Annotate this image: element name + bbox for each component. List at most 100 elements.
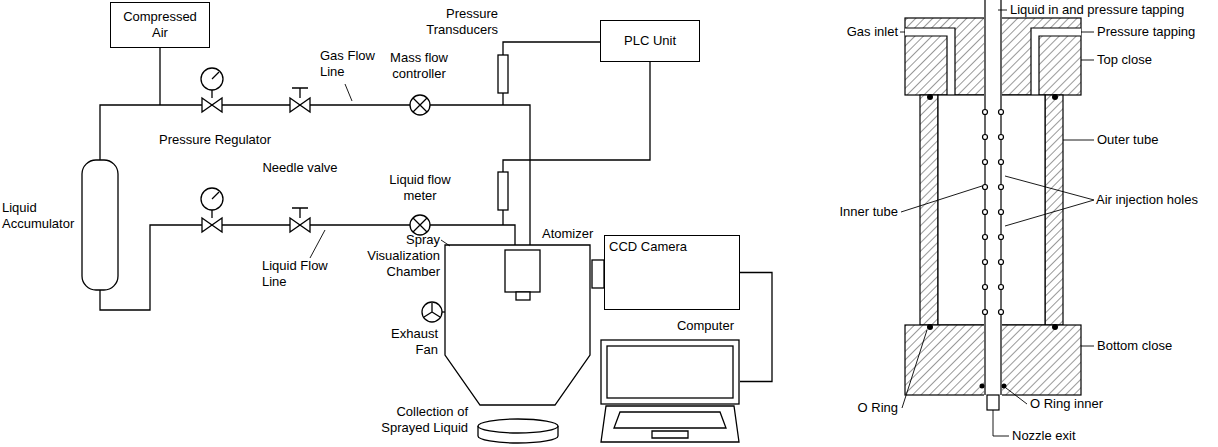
part-label: Needle valve xyxy=(255,160,345,176)
drawing-stroke xyxy=(947,28,955,95)
drawing-stroke xyxy=(424,303,440,317)
drawing-stroke xyxy=(502,210,503,225)
drawing-stroke xyxy=(980,384,985,389)
drawing-stroke xyxy=(1002,384,1007,389)
collection-dish-rim xyxy=(478,419,558,433)
part-label: Spray Visualization Chamber xyxy=(352,232,440,280)
gas-flow-line xyxy=(100,105,530,250)
laptop-touchpad xyxy=(652,431,688,438)
valve-handle xyxy=(292,208,308,218)
part-label: Pressure Regulator xyxy=(150,132,280,148)
outer-tube-wall xyxy=(920,95,938,325)
drawing-stroke xyxy=(1081,32,1094,33)
drawing-stroke xyxy=(927,94,933,100)
injection-hole xyxy=(999,110,1004,115)
laptop-base xyxy=(601,406,739,442)
injection-hole xyxy=(983,160,988,165)
pressure-regulator xyxy=(202,218,222,232)
computer-icon: Computer xyxy=(600,318,740,445)
pressure-tapping-channel xyxy=(1031,28,1081,95)
needle-valve xyxy=(290,98,310,112)
part-label: Pressure tapping xyxy=(1097,24,1213,40)
injection-hole xyxy=(983,210,988,215)
drawing-stroke xyxy=(900,32,905,33)
node-label: Compressed Air xyxy=(115,9,205,41)
drawing-stroke xyxy=(1005,176,1094,226)
part-label: Top close xyxy=(1097,52,1197,68)
gauge-stem xyxy=(211,210,212,218)
part-label: O Ring xyxy=(828,400,898,416)
o-rings xyxy=(927,94,1058,389)
injection-hole xyxy=(999,235,1004,240)
inner-tube xyxy=(985,0,1001,395)
signal-wire xyxy=(503,42,600,55)
atomizer-nozzle xyxy=(516,292,530,300)
signal-wire xyxy=(503,62,650,172)
needle-valve xyxy=(290,218,310,232)
pressure-regulator xyxy=(202,98,222,112)
drawing-stroke xyxy=(1063,140,1094,141)
part-label: Inner tube xyxy=(808,204,898,220)
drawing-stroke xyxy=(1081,60,1094,61)
drawing-stroke xyxy=(998,10,1007,11)
injection-hole xyxy=(983,260,988,265)
part-label: Mass flow controller xyxy=(383,50,455,82)
drawing-stroke xyxy=(1052,94,1058,100)
injection-hole xyxy=(983,110,988,115)
mass-flow-controller xyxy=(410,95,430,115)
atomizer xyxy=(505,250,540,292)
part-label: Pressure Transducers xyxy=(414,6,498,38)
laptop-keyboard xyxy=(614,412,726,428)
injection-hole xyxy=(983,235,988,240)
part-label: Outer tube xyxy=(1097,132,1197,148)
atomizer-section xyxy=(905,0,1081,412)
node-label: PLC Unit xyxy=(624,33,676,49)
drawing-stroke xyxy=(1052,324,1058,330)
injection-hole xyxy=(999,260,1004,265)
part-label: Nozzle exit xyxy=(1012,428,1112,444)
pressure-transducer xyxy=(498,55,508,93)
drawing-stroke xyxy=(984,0,1002,412)
part-label: O Ring inner xyxy=(1030,396,1130,412)
pressure-transducer xyxy=(498,172,508,210)
part-label: Air injection holes xyxy=(1096,192,1214,208)
gauge-needle xyxy=(212,72,219,79)
injection-hole xyxy=(983,185,988,190)
injection-hole xyxy=(983,310,988,315)
valve-handle xyxy=(292,88,308,98)
signal-cable xyxy=(740,273,772,382)
injection-hole xyxy=(999,285,1004,290)
injection-hole xyxy=(983,135,988,140)
injection-hole xyxy=(983,285,988,290)
laptop-outline xyxy=(600,318,740,445)
part-label: Liquid in and pressure tapping xyxy=(1010,2,1214,18)
part-label: Exhaust Fan xyxy=(366,326,438,358)
drawing-stroke xyxy=(310,230,325,258)
drawing-stroke xyxy=(1031,28,1039,95)
part-label: Gas Flow Line xyxy=(320,48,378,80)
liquid-accumulator xyxy=(82,160,118,290)
drawing-stroke xyxy=(901,186,982,212)
pressure-gauge xyxy=(201,188,223,210)
drawing-stroke xyxy=(502,93,503,105)
gauge-stem xyxy=(211,90,212,98)
drawing-stroke xyxy=(413,98,427,112)
camera-lens xyxy=(592,260,604,288)
drawing-stroke xyxy=(345,84,352,101)
gas-inlet-channel xyxy=(905,28,955,95)
injection-hole xyxy=(999,310,1004,315)
exhaust-fan xyxy=(422,302,442,322)
camera-box: CCD Camera xyxy=(604,235,740,310)
injection-hole xyxy=(999,135,1004,140)
injection-hole xyxy=(999,160,1004,165)
nozzle xyxy=(987,395,999,410)
leader-lines xyxy=(310,10,1094,436)
drawing-stroke xyxy=(902,330,927,408)
air-supply-line xyxy=(159,48,160,105)
part-label: Gas inlet xyxy=(818,24,898,40)
gauge-needle xyxy=(212,192,219,199)
drawing-stroke xyxy=(441,240,450,246)
air-injection-holes xyxy=(983,110,1004,315)
node-label: CCD Camera xyxy=(609,239,687,255)
